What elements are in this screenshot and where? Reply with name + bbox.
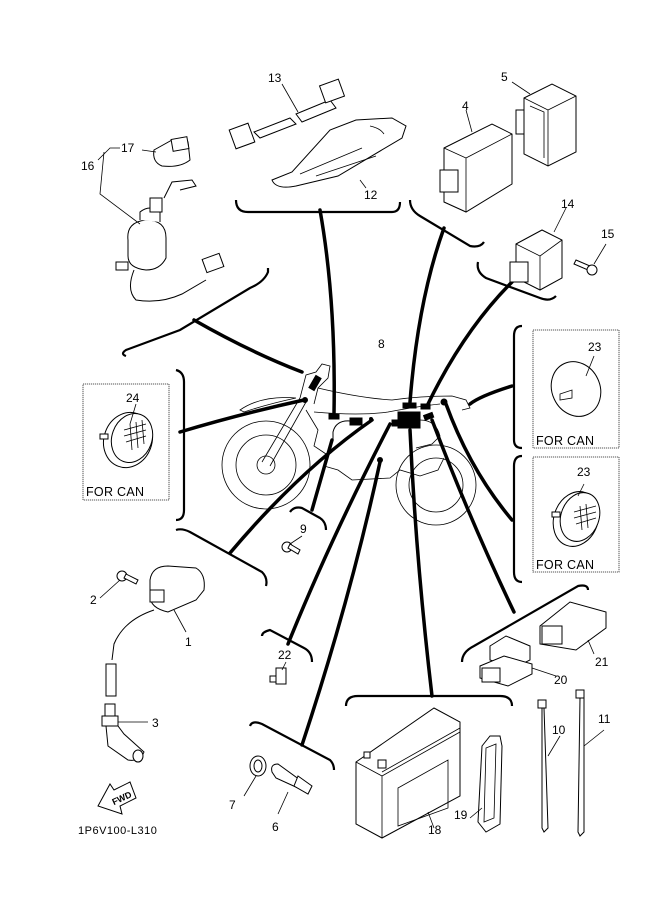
- callout-17[interactable]: 17: [121, 141, 135, 155]
- bolt-2[interactable]: [116, 570, 139, 585]
- reflector-23a-box: [532, 329, 620, 449]
- leader-21: [587, 639, 595, 655]
- callout-22[interactable]: 22: [278, 648, 292, 662]
- callout-20[interactable]: 20: [554, 673, 568, 687]
- leader-22: [281, 661, 287, 671]
- group-brackets: [121, 199, 590, 771]
- bracket-plate-12[interactable]: [271, 117, 407, 188]
- leader-11: [583, 729, 605, 747]
- main-switch-16[interactable]: [115, 136, 225, 302]
- leader-5: [511, 81, 531, 95]
- spark-plug-cap-3[interactable]: [101, 703, 145, 763]
- callout-1[interactable]: 1: [185, 635, 192, 649]
- callout-4[interactable]: 4: [462, 99, 469, 113]
- leader-2: [99, 579, 121, 599]
- callout-12[interactable]: 12: [364, 188, 378, 202]
- leader-12: [359, 179, 367, 189]
- battery-18[interactable]: [355, 707, 461, 839]
- callout-23a[interactable]: 23: [588, 340, 602, 354]
- leader-17: [114, 147, 157, 153]
- relay-14[interactable]: [509, 229, 563, 291]
- leader-14: [553, 207, 567, 233]
- leader-16: [97, 147, 141, 225]
- leader-20: [531, 667, 557, 677]
- callout-8[interactable]: 8: [378, 337, 385, 351]
- callout-14[interactable]: 14: [561, 197, 575, 211]
- callout-5[interactable]: 5: [501, 70, 508, 84]
- callout-18[interactable]: 18: [428, 823, 442, 837]
- callout-19[interactable]: 19: [454, 808, 468, 822]
- reflector-24-box: [82, 383, 170, 501]
- fuse-22[interactable]: [269, 667, 287, 685]
- callout-23b[interactable]: 23: [577, 465, 591, 479]
- leader-10: [547, 735, 561, 757]
- cable-tie-10[interactable]: [537, 699, 549, 833]
- drawing-code: 1P6V100-L310: [78, 825, 157, 837]
- callout-10[interactable]: 10: [552, 723, 566, 737]
- callout-21[interactable]: 21: [595, 655, 609, 669]
- coupler-21[interactable]: [539, 601, 607, 651]
- control-unit-4[interactable]: [439, 123, 513, 213]
- callout-7[interactable]: 7: [229, 798, 236, 812]
- leader-9: [289, 535, 303, 545]
- lead-wire-13[interactable]: [228, 78, 346, 150]
- leader-6: [277, 791, 289, 815]
- callout-2[interactable]: 2: [90, 593, 97, 607]
- callout-6[interactable]: 6: [272, 820, 279, 834]
- for-can-label-23a: FOR CAN: [536, 434, 594, 448]
- unit-cover-5[interactable]: [515, 83, 577, 167]
- forward-arrow-icon: FWD: [97, 781, 137, 815]
- cable-tie-11[interactable]: [575, 689, 585, 837]
- coupler-20[interactable]: [479, 635, 533, 687]
- leader-4: [465, 109, 473, 133]
- leader-18: [427, 811, 435, 829]
- callout-15[interactable]: 15: [601, 227, 615, 241]
- leader-19: [469, 807, 483, 819]
- leader-15: [593, 243, 607, 265]
- battery-band-19[interactable]: [477, 735, 503, 833]
- callout-labels: 1 2 3 4 5 6 7 8 9 10 11 12 13 14 15 16 1…: [81, 70, 615, 837]
- bolt-15[interactable]: [573, 259, 598, 276]
- leader-1: [173, 609, 187, 633]
- neutral-switch-6[interactable]: [271, 763, 313, 795]
- for-can-label-23b: FOR CAN: [536, 558, 594, 572]
- callout-24[interactable]: 24: [126, 391, 140, 405]
- bolt-9[interactable]: [281, 541, 301, 555]
- gasket-7[interactable]: [249, 755, 267, 777]
- callout-9[interactable]: 9: [300, 522, 307, 536]
- for-can-label-24: FOR CAN: [86, 485, 144, 499]
- reflector-23b-box: [532, 456, 620, 573]
- leader-7: [243, 775, 257, 797]
- leader-13: [281, 83, 299, 113]
- callout-11[interactable]: 11: [598, 712, 611, 726]
- callout-13[interactable]: 13: [268, 71, 282, 85]
- callout-16[interactable]: 16: [81, 159, 95, 173]
- leader-lines: [178, 208, 516, 747]
- ignition-coil-1[interactable]: [105, 565, 205, 697]
- callout-3[interactable]: 3: [152, 716, 159, 730]
